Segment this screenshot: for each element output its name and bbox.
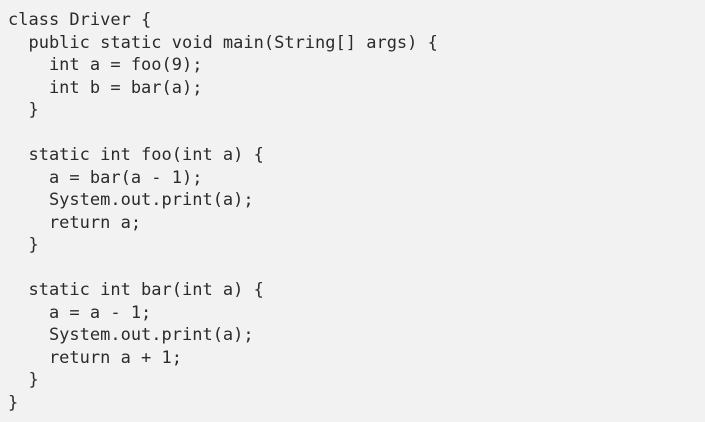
- code-line-7: static int foo(int a) {: [8, 145, 264, 165]
- code-line-2: public static void main(String[] args) {: [8, 32, 438, 53]
- code-line-6: [8, 122, 697, 145]
- code-line-12: [8, 257, 697, 280]
- code-line-18: }: [8, 392, 19, 413]
- code-line-8: a = bar(a - 1);: [8, 167, 203, 188]
- code-line-11: }: [8, 235, 39, 255]
- code-line-5: }: [8, 100, 39, 120]
- code-line-10: return a;: [8, 212, 142, 233]
- code-line-14: a = a - 1;: [8, 302, 152, 323]
- code-line-13: static int bar(int a) {: [8, 280, 264, 300]
- code-line-4: int b = bar(a);: [8, 77, 203, 98]
- code-line-16: return a + 1;: [8, 347, 182, 368]
- code-line-9: System.out.print(a);: [8, 190, 254, 210]
- code-line-3: int a = foo(9);: [8, 55, 203, 75]
- code-line-15: System.out.print(a);: [8, 325, 254, 345]
- code-line-17: }: [8, 370, 39, 390]
- code-line-1: class Driver {: [8, 10, 152, 30]
